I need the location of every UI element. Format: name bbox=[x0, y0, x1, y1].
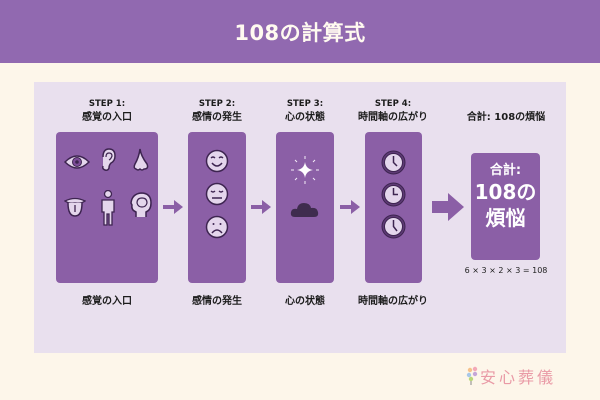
total-label: 合計: 108の煩悩 bbox=[455, 111, 557, 124]
step-name: 心の状態 bbox=[285, 112, 325, 123]
flower-bouquet-icon bbox=[466, 366, 478, 385]
clock-icon bbox=[381, 182, 406, 207]
step-number: STEP 1: bbox=[88, 99, 126, 109]
brand-logo: 安心葬儀 bbox=[466, 364, 556, 388]
brand-name: 安心葬儀 bbox=[480, 368, 557, 387]
step-name: 感情の発生 bbox=[192, 112, 242, 123]
arrow-right-icon bbox=[163, 200, 183, 214]
dark-cloud-icon bbox=[290, 203, 319, 217]
total-box-heading: 合計: bbox=[489, 163, 522, 178]
step-2-bottom-label: 感情の発生 bbox=[192, 296, 242, 307]
arrow-right-icon bbox=[340, 200, 360, 214]
step-4-bottom-label: 時間軸の広がり bbox=[358, 296, 428, 307]
arrow-right-icon bbox=[251, 200, 271, 214]
step-3-bottom-label: 心の状態 bbox=[285, 296, 325, 307]
total-label-text: 合計: 108の煩悩 bbox=[466, 112, 546, 123]
step-1-box bbox=[56, 132, 158, 283]
sparkle-icon bbox=[291, 156, 319, 184]
happy-face-icon bbox=[205, 149, 229, 173]
step-4-box bbox=[365, 132, 422, 283]
step-3-label: STEP 3: 心の状態 bbox=[260, 98, 350, 124]
step-2-box bbox=[188, 132, 246, 283]
step-number: STEP 3: bbox=[286, 99, 324, 109]
page-title: 108の計算式 bbox=[234, 20, 366, 45]
ear-icon bbox=[102, 148, 116, 171]
total-box-word: 煩悩 bbox=[485, 206, 526, 230]
formula-text: 6 × 3 × 2 × 3 = 108 bbox=[464, 266, 548, 275]
total-box: 合計: 108の 煩悩 bbox=[471, 153, 540, 260]
body-icon bbox=[101, 190, 115, 226]
step-4-label: STEP 4: 時間軸の広がり bbox=[343, 98, 443, 124]
step-number: STEP 2: bbox=[198, 99, 236, 109]
step-name: 感覚の入口 bbox=[82, 112, 132, 123]
mind-head-icon bbox=[130, 192, 152, 217]
header-bar: 108の計算式 bbox=[0, 0, 600, 63]
eye-icon bbox=[64, 155, 90, 169]
clock-icon bbox=[381, 150, 406, 175]
step-1-label: STEP 1: 感覚の入口 bbox=[57, 98, 157, 124]
step-name: 時間軸の広がり bbox=[358, 112, 428, 123]
step-2-label: STEP 2: 感情の発生 bbox=[172, 98, 262, 124]
total-box-number: 108の bbox=[474, 180, 537, 204]
step-1-bottom-label: 感覚の入口 bbox=[82, 296, 132, 307]
neutral-face-icon bbox=[205, 182, 229, 206]
clock-icon bbox=[381, 214, 406, 239]
big-arrow-right-icon bbox=[432, 193, 464, 221]
step-3-box bbox=[276, 132, 334, 283]
tongue-icon bbox=[64, 197, 86, 217]
sad-face-icon bbox=[205, 215, 229, 239]
nose-icon bbox=[133, 148, 149, 171]
step-number: STEP 4: bbox=[374, 99, 412, 109]
